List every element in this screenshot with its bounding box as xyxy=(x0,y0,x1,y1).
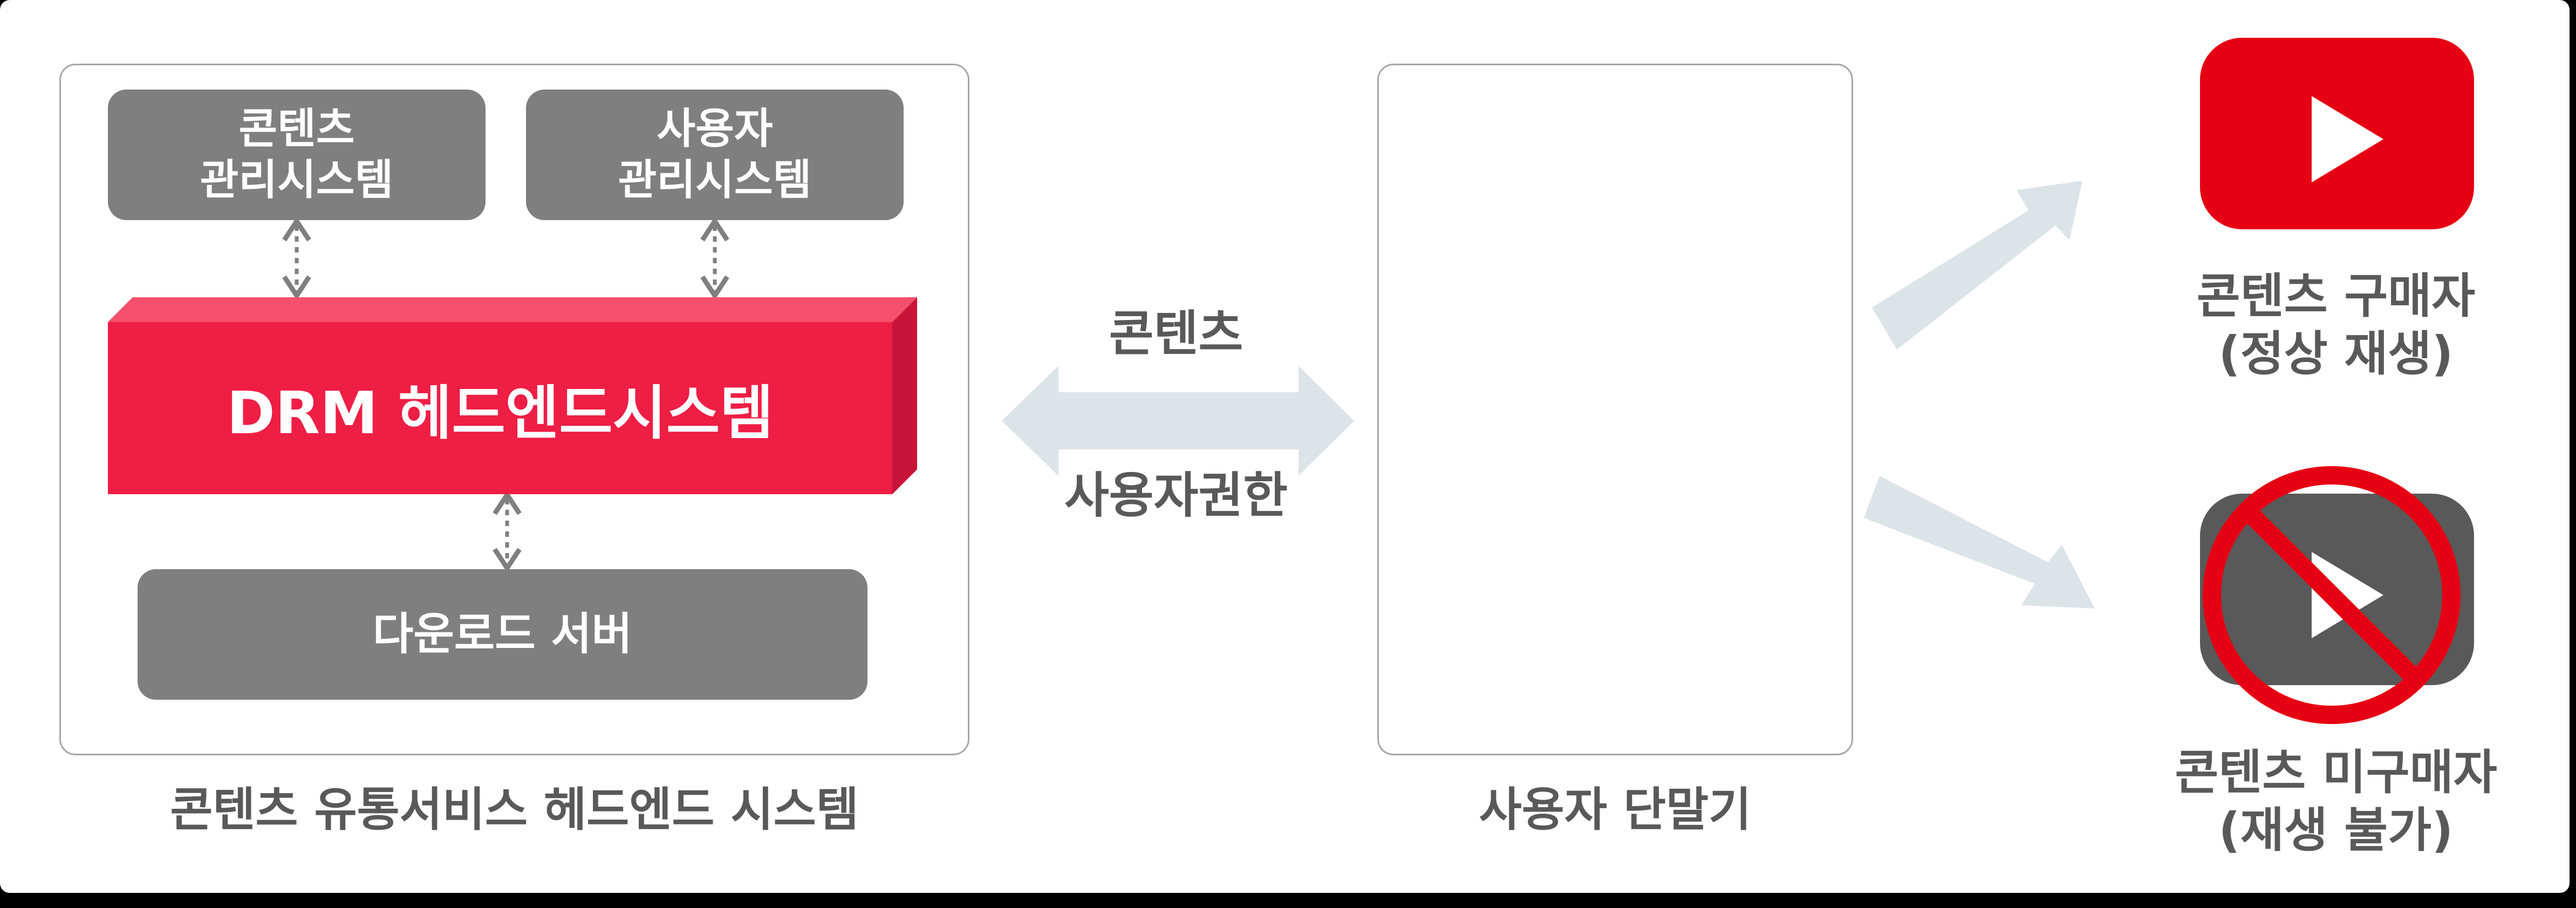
prohibited-play-button-icon xyxy=(2200,466,2474,724)
non-buyer-caption: 콘텐츠 미구매자 (재생 불가) xyxy=(2115,743,2557,859)
user-rights-exchange-label: 사용자권한 xyxy=(1064,467,1288,524)
content-mgmt-line-2: 관리시스템 xyxy=(200,156,394,204)
drm-headend-label: DRM 헤드엔드시스템 xyxy=(227,379,774,447)
download-server-connector xyxy=(493,490,522,573)
user-device-frame xyxy=(1377,64,1853,755)
user-device-caption: 사용자 단말기 xyxy=(1479,783,1752,837)
content-mgmt-line-1: 콘텐츠 xyxy=(238,104,355,153)
content-exchange-label: 콘텐츠 xyxy=(1109,305,1243,362)
drm-headend-block xyxy=(108,297,917,494)
arrow-to-non-buyer xyxy=(1864,476,2095,609)
user-mgmt-connector xyxy=(700,216,729,301)
bidirectional-exchange-arrow xyxy=(1002,366,1354,476)
download-server-label: 다운로드 서버 xyxy=(372,608,633,660)
download-server-box: 다운로드 서버 xyxy=(138,569,867,700)
content-management-system-box: 콘텐츠 관리시스템 xyxy=(108,90,486,220)
buyer-caption-line-1: 콘텐츠 구매자 xyxy=(2196,268,2476,324)
play-button-icon xyxy=(2200,38,2474,229)
drm-agent-label: DRM Agent xyxy=(1430,399,1784,465)
user-mgmt-line-2: 관리시스템 xyxy=(618,156,812,204)
user-management-system-box: 사용자 관리시스템 xyxy=(526,90,904,220)
content-mgmt-connector xyxy=(282,216,311,301)
arrow-to-buyer xyxy=(1872,181,2082,350)
user-mgmt-line-1: 사용자 xyxy=(657,104,773,153)
buyer-caption-line-2: (정상 재생) xyxy=(2218,326,2454,382)
buyer-caption: 콘텐츠 구매자 (정상 재생) xyxy=(2115,267,2557,383)
non-buyer-caption-line-1: 콘텐츠 미구매자 xyxy=(2175,745,2497,800)
headend-system-caption: 콘텐츠 유통서비스 헤드엔드 시스템 xyxy=(170,783,859,837)
non-buyer-caption-line-2: (재생 불가) xyxy=(2218,802,2454,858)
